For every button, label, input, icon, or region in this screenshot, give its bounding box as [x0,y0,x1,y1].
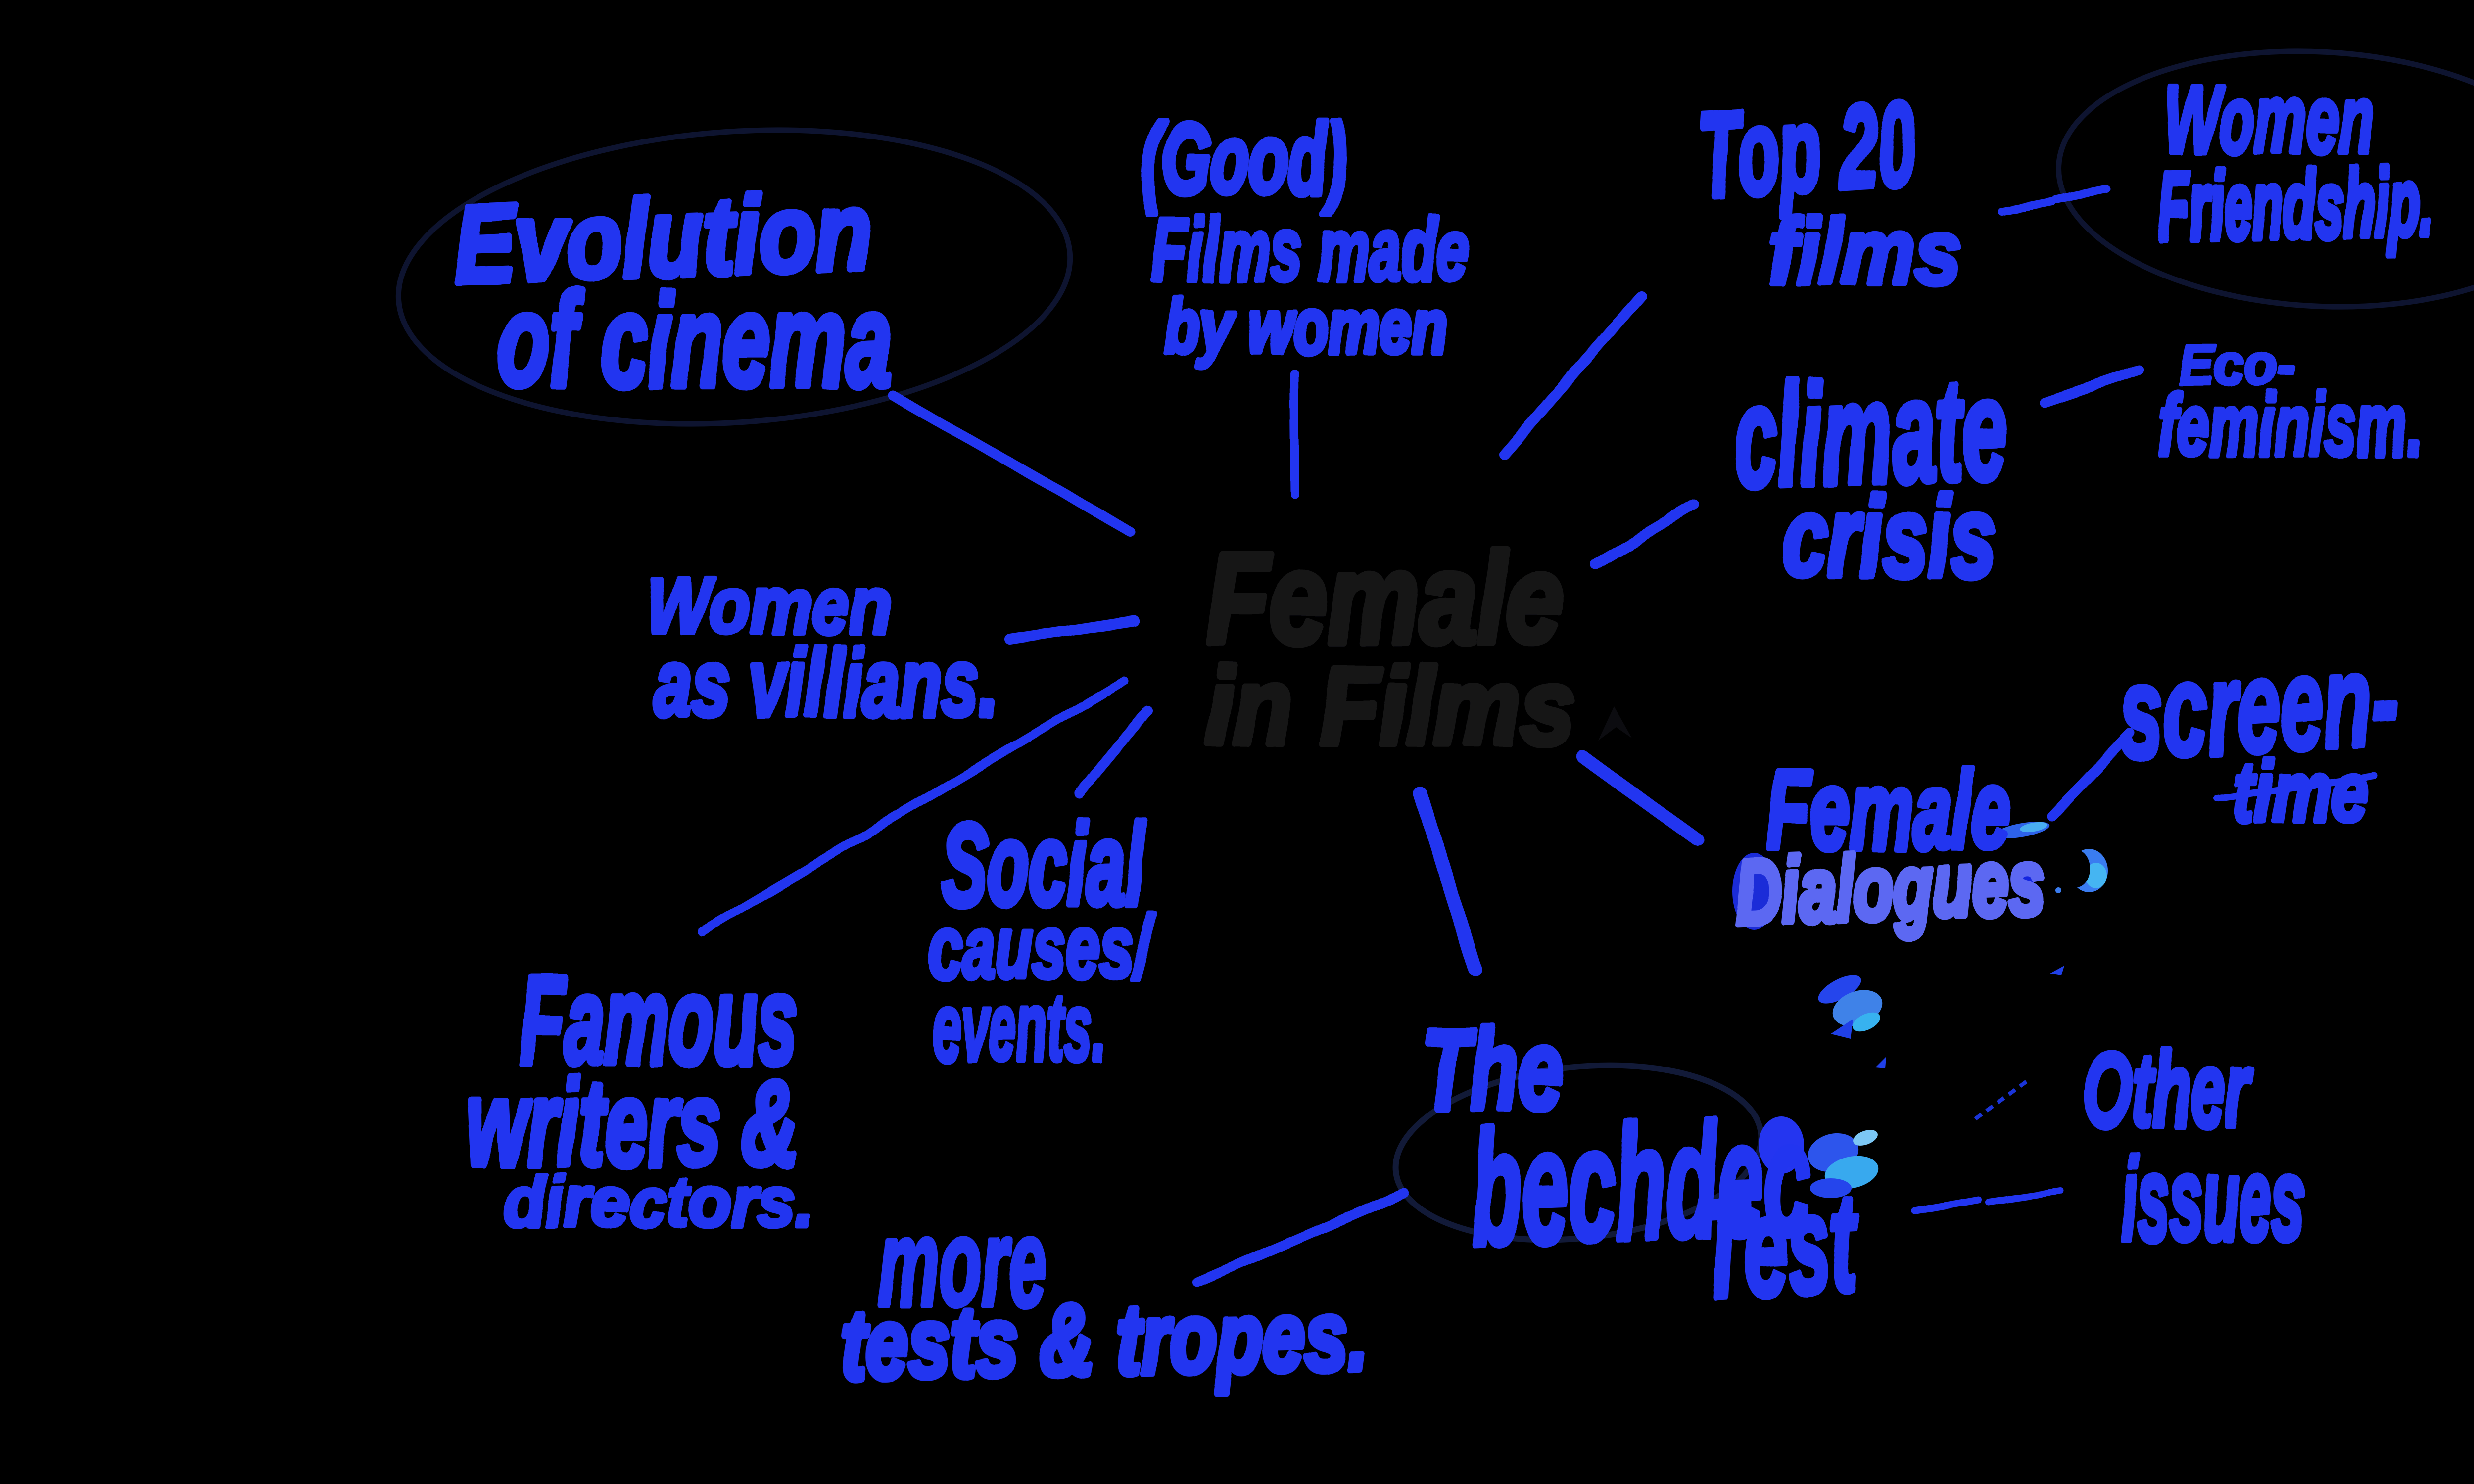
svg-text:causes/: causes/ [928,897,1155,996]
svg-text:Female: Female [1206,526,1564,669]
svg-text:time: time [2232,743,2368,839]
svg-text:writers &: writers & [467,1056,798,1192]
svg-text:tests & tropes.: tests & tropes. [840,1280,1370,1400]
svg-text:Test: Test [1695,1164,1864,1328]
svg-text:crisis: crisis [1783,473,1996,601]
svg-text:Evolution: Evolution [452,169,873,306]
svg-text:by women: by women [1165,284,1447,369]
svg-text:Female: Female [1767,747,2011,872]
svg-text:Films made: Films made [1151,200,1469,300]
svg-text:Eco-: Eco- [2179,334,2295,397]
svg-text:Top 20: Top 20 [1695,77,1918,221]
svg-text:of cinema: of cinema [498,266,892,414]
svg-text:feminism.: feminism. [2158,375,2423,474]
svg-text:The: The [1422,1007,1563,1133]
svg-text:bechdec: bechdec [1468,1087,1813,1280]
svg-text:Other: Other [2083,1031,2252,1149]
svg-text:Friendship.: Friendship. [2158,149,2435,261]
svg-text:events.: events. [933,974,1106,1080]
svg-text:issues: issues [2121,1134,2304,1264]
svg-text:screen-: screen- [2115,625,2401,787]
svg-text:Famous: Famous [520,950,798,1091]
svg-text:climate: climate [1731,348,2009,518]
svg-text:Social: Social [941,799,1145,929]
svg-text:(Good): (Good) [1141,104,1347,214]
svg-text:Women: Women [2164,64,2375,173]
svg-text:as villians.: as villians. [654,630,999,737]
svg-text:more: more [878,1194,1047,1332]
svg-text:Dialogues: Dialogues [1733,831,2046,944]
svg-text:directors.: directors. [504,1162,814,1242]
svg-text:films: films [1769,200,1961,304]
svg-text:in Films: in Films [1206,646,1575,767]
svg-text:Women: Women [646,561,892,651]
